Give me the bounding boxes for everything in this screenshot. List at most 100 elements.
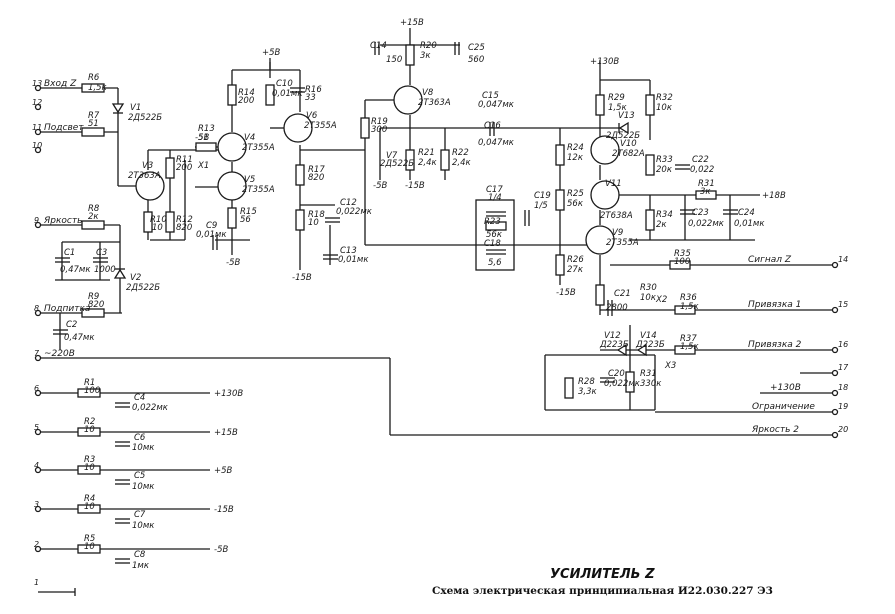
supply-r2-val: 10 bbox=[84, 425, 95, 435]
pin-19: 19 bbox=[838, 402, 848, 411]
r24-ref: R24 bbox=[567, 143, 584, 153]
pin-1: 1 bbox=[34, 578, 39, 587]
supply-c4-ref: C4 bbox=[134, 393, 145, 403]
c18-val: 5,6 bbox=[488, 258, 502, 268]
r13-ref: R13 bbox=[198, 124, 215, 134]
v2-ref: V2 bbox=[130, 273, 141, 283]
r28-val: 3,3к bbox=[578, 387, 598, 397]
c23-ref: C23 bbox=[692, 208, 709, 218]
input-yarkost-label: Яркость bbox=[43, 216, 82, 226]
r31-ref: R31 bbox=[698, 179, 715, 189]
r35-val: 100 bbox=[674, 257, 690, 267]
supply-out-5: +5В bbox=[214, 466, 233, 476]
r25-val: 56к bbox=[567, 199, 584, 209]
output-privyazka1-label: Привязка 1 bbox=[748, 300, 801, 310]
c19-val: 1/5 bbox=[534, 201, 548, 211]
supply-r5-ref: R5 bbox=[84, 534, 95, 544]
x2-ref: X2 bbox=[655, 295, 667, 305]
pin-14: 14 bbox=[838, 255, 848, 264]
c12-ref: C12 bbox=[340, 198, 357, 208]
r30-ref: R30 bbox=[640, 283, 657, 293]
v4-type: 2Т355А bbox=[242, 143, 275, 153]
v11-ref: V11 bbox=[605, 179, 622, 189]
rail-labels: +5В +15В +130В +18В -5В -5В -15В -15В -1… bbox=[195, 18, 786, 298]
c25-val: 560 bbox=[468, 55, 484, 65]
c23-val: 0,022мк bbox=[688, 219, 725, 229]
c1-val: 0,47мк bbox=[60, 265, 91, 275]
r12-ref: R12 bbox=[176, 215, 193, 225]
output-ogranichenie-label: Ограничение bbox=[752, 402, 815, 412]
r20-ref: R20 bbox=[420, 41, 437, 51]
supply-r5-val: 10 bbox=[84, 542, 95, 552]
r21-ref: R21 bbox=[418, 148, 435, 158]
pin-6: 6 bbox=[34, 384, 39, 393]
output-signal-label: Сигнал Z bbox=[748, 255, 792, 265]
supply-c7-val: 10мк bbox=[132, 521, 155, 531]
r7-val: 51 bbox=[88, 119, 99, 129]
r11-val: 200 bbox=[176, 163, 192, 173]
supply-r1-ref: R1 bbox=[84, 378, 95, 388]
v8-ref: V8 bbox=[422, 88, 434, 98]
supply-r4-val: 10 bbox=[84, 502, 95, 512]
output-130-label: +130В bbox=[770, 383, 801, 393]
v13-type: 2Д522Б bbox=[606, 131, 640, 141]
c14-val: 150 bbox=[386, 55, 402, 65]
c2-val: 0,47мк bbox=[64, 333, 95, 343]
r31b-val: 330к bbox=[640, 379, 662, 389]
v3-ref: V3 bbox=[142, 161, 153, 171]
rail-p5-top: +5В bbox=[262, 48, 281, 58]
r32-ref: R32 bbox=[656, 93, 673, 103]
input-220-label: ~220В bbox=[44, 349, 75, 359]
r30-val: 10к bbox=[640, 293, 657, 303]
pin-20: 20 bbox=[838, 425, 848, 434]
c10-val: 0,01мк bbox=[272, 89, 303, 99]
v8-type: 2Т363А bbox=[418, 98, 451, 108]
r22-val: 2,4к bbox=[452, 158, 472, 168]
c24-val: 0,01мк bbox=[734, 219, 765, 229]
r31b-ref: R31 bbox=[640, 369, 657, 379]
rail-m15-c: -15В bbox=[556, 288, 576, 298]
r23-ref: R23 bbox=[484, 217, 501, 227]
supply-c4-val: 0,022мк bbox=[132, 403, 169, 413]
c9-val: 0,01мк bbox=[196, 230, 227, 240]
c18-ref: C18 bbox=[484, 239, 501, 249]
v13-ref: V13 bbox=[618, 111, 635, 121]
v5-ref: V5 bbox=[244, 175, 255, 185]
pin-11: 11 bbox=[32, 123, 42, 132]
r19-ref: R19 bbox=[371, 117, 388, 127]
v2-type: 2Д522Б bbox=[126, 283, 160, 293]
r37-ref: R37 bbox=[680, 334, 697, 344]
r31-val: 3к bbox=[700, 187, 711, 197]
v6-type: 2Т355А bbox=[304, 121, 337, 131]
r34-ref: R34 bbox=[656, 210, 673, 220]
c22-val: 0,022 bbox=[690, 165, 714, 175]
r14-ref: R14 bbox=[238, 88, 255, 98]
supply-out-15: +15В bbox=[214, 428, 238, 438]
r37-val: 1,5к bbox=[680, 342, 700, 352]
x1-ref: X1 bbox=[197, 161, 209, 171]
v3-type: 2Т363А bbox=[128, 171, 161, 181]
pin-numbers: 13 12 11 10 9 8 7 6 5 4 3 2 1 14 15 16 1… bbox=[32, 79, 849, 587]
c20-val: 0,022мк bbox=[604, 379, 641, 389]
r16-val: 33 bbox=[305, 93, 316, 103]
rail-p15-top: +15В bbox=[400, 18, 424, 28]
r12-val: 820 bbox=[176, 223, 192, 233]
rail-m15-b: -15В bbox=[405, 181, 425, 191]
components bbox=[34, 42, 839, 564]
input-vhod-label: Вход Z bbox=[44, 79, 77, 89]
r8-val: 2к bbox=[88, 212, 99, 222]
v10-ref: V10 bbox=[620, 139, 637, 149]
r26-ref: R26 bbox=[567, 255, 584, 265]
supply-c6-val: 10мк bbox=[132, 443, 155, 453]
r17-val: 820 bbox=[308, 173, 324, 183]
r32-val: 10к bbox=[656, 103, 673, 113]
r10-val: 10 bbox=[152, 223, 163, 233]
c3-ref: C3 bbox=[96, 248, 107, 258]
v14-type: Д223Б bbox=[635, 340, 665, 350]
c21-val: 2800 bbox=[606, 303, 628, 313]
r21-val: 2,4к bbox=[418, 158, 438, 168]
rail-m5-a: -5В bbox=[195, 133, 209, 143]
c22-ref: C22 bbox=[692, 155, 709, 165]
c15-ref: C15 bbox=[482, 91, 499, 101]
